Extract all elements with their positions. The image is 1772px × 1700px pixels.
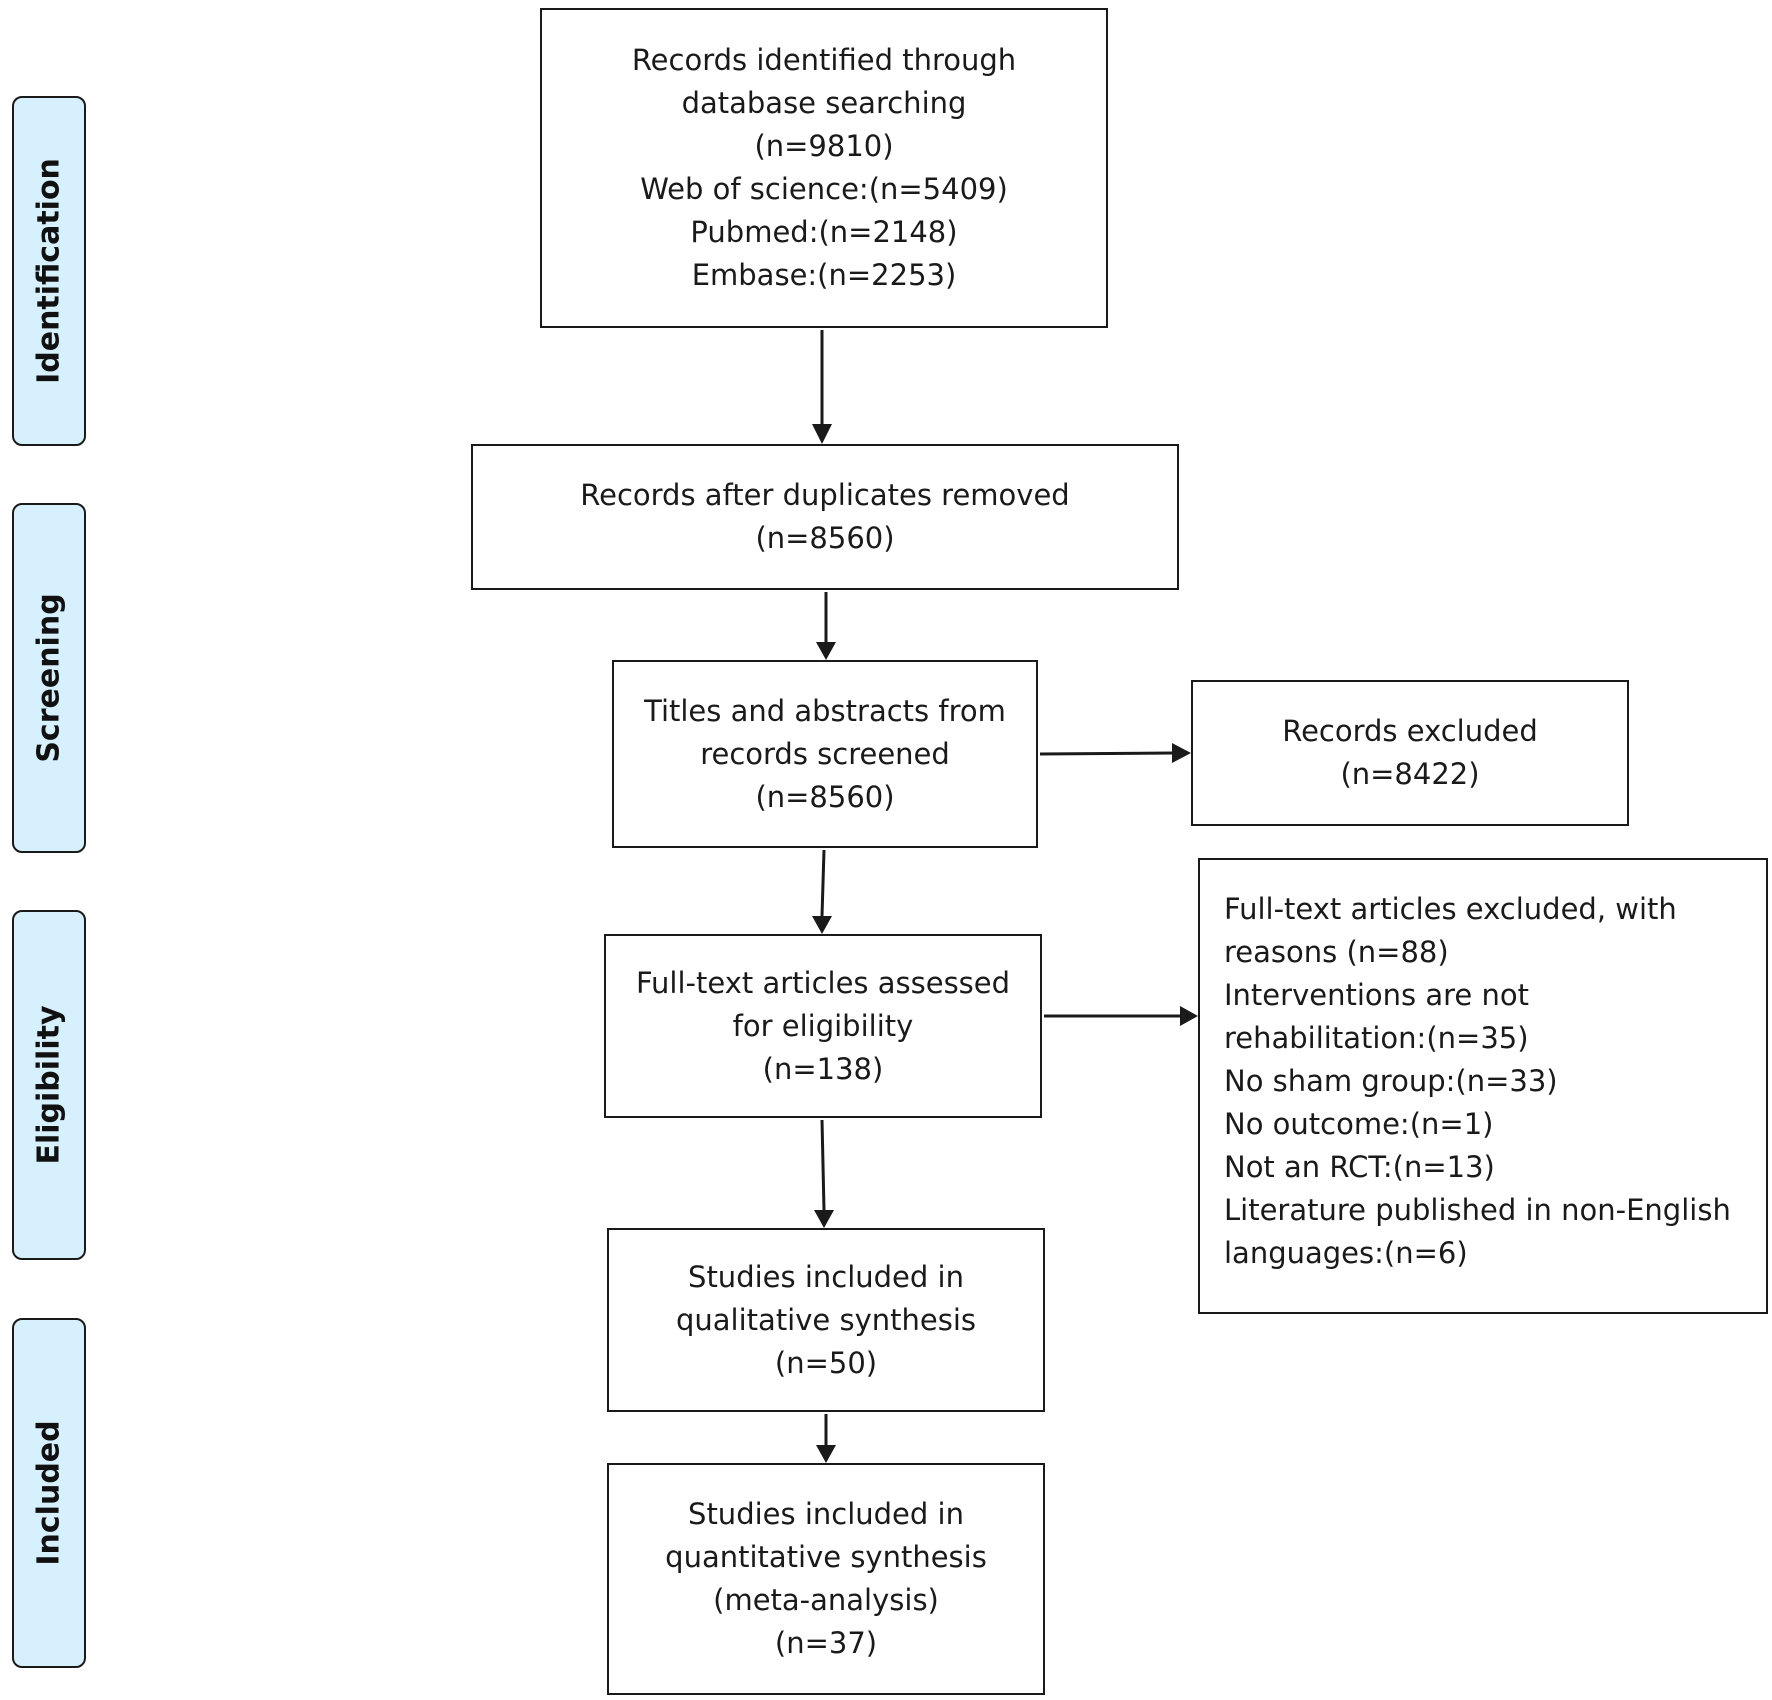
arrow-screened-to-excluded (1039, 751, 1175, 756)
phase-included: Included (12, 1318, 86, 1668)
qualitative-synthesis-line-2: qualitative synthesis (676, 1302, 976, 1337)
records-screened-line-1: Titles and abstracts from (644, 693, 1006, 728)
arrowhead-assessed-to-qualitative (814, 1210, 834, 1228)
fulltext-excluded-line-4: rehabilitation:(n=35) (1224, 1021, 1529, 1055)
fulltext-assessed-line-2: for eligibility (732, 1008, 914, 1043)
fulltext-assessed-box: Full-text articles assessed for eligibil… (604, 934, 1042, 1118)
phase-identification: Identification (12, 96, 86, 446)
phase-screening: Screening (12, 503, 86, 853)
fulltext-excluded-line-7: Not an RCT:(n=13) (1224, 1150, 1495, 1184)
records-identified-line-3: (n=9810) (754, 129, 894, 163)
quantitative-synthesis-line-1: Studies included in (688, 1497, 964, 1531)
qualitative-synthesis-line-1: Studies included in (688, 1259, 964, 1294)
phase-eligibility: Eligibility (12, 910, 86, 1260)
records-identified-line-5: Pubmed:(n=2148) (690, 215, 958, 249)
qualitative-synthesis-box: Studies included in qualitative synthesi… (607, 1228, 1045, 1412)
fulltext-excluded-line-5: No sham group:(n=33) (1224, 1064, 1558, 1098)
records-screened-line-3: (n=8560) (755, 779, 895, 814)
fulltext-assessed-line-1: Full-text articles assessed (635, 965, 1011, 1000)
records-excluded-line-2: (n=8422) (1340, 757, 1480, 791)
records-screened-line-2: records screened (700, 736, 950, 771)
quantitative-synthesis-line-3: (meta-analysis) (713, 1583, 939, 1617)
fulltext-excluded-line-2: reasons (n=88) (1224, 935, 1449, 969)
records-deduplicated-line-2: (n=8560) (755, 521, 895, 555)
quantitative-synthesis-line-4: (n=37) (774, 1626, 878, 1660)
fulltext-excluded-line-8: Literature published in non-English (1224, 1193, 1731, 1227)
records-excluded-line-1: Records excluded (1282, 714, 1538, 748)
records-deduplicated-box: Records after duplicates removed (n=8560… (471, 444, 1179, 590)
fulltext-excluded-box: Full-text articles excluded, with reason… (1198, 858, 1768, 1314)
records-identified-line-2: database searching (681, 86, 967, 120)
arrow-screened-to-assessed (820, 849, 826, 917)
fulltext-excluded-line-6: No outcome:(n=1) (1224, 1107, 1494, 1141)
arrowhead-screened-to-assessed (812, 916, 832, 934)
arrowhead-assessed-to-fulltext-excluded (1180, 1006, 1198, 1026)
fulltext-excluded-line-1: Full-text articles excluded, with (1224, 892, 1677, 926)
records-screened-box: Titles and abstracts from records screen… (612, 660, 1038, 848)
fulltext-assessed-line-3: (n=138) (762, 1051, 884, 1086)
records-identified-line-6: Embase:(n=2253) (691, 258, 957, 292)
fulltext-excluded-line-3: Interventions are not (1224, 978, 1529, 1012)
qualitative-synthesis-line-3: (n=50) (774, 1345, 878, 1380)
records-identified-box: Records identified through database sear… (540, 8, 1108, 328)
arrowhead-identified-to-deduplicated (812, 424, 832, 444)
quantitative-synthesis-box: Studies included in quantitative synthes… (607, 1463, 1045, 1695)
arrowhead-screened-to-excluded (1172, 743, 1191, 763)
arrowhead-deduplicated-to-screened (816, 642, 836, 660)
records-identified-line-4: Web of science:(n=5409) (640, 172, 1008, 206)
records-deduplicated-line-1: Records after duplicates removed (580, 478, 1070, 512)
arrow-assessed-to-qualitative (820, 1119, 826, 1211)
records-identified-line-1: Records identified through (631, 43, 1017, 77)
fulltext-excluded-line-9: languages:(n=6) (1224, 1236, 1468, 1270)
records-excluded-box: Records excluded (n=8422) (1191, 680, 1629, 826)
arrowhead-qualitative-to-quantitative (816, 1445, 836, 1463)
quantitative-synthesis-line-2: quantitative synthesis (665, 1540, 987, 1574)
